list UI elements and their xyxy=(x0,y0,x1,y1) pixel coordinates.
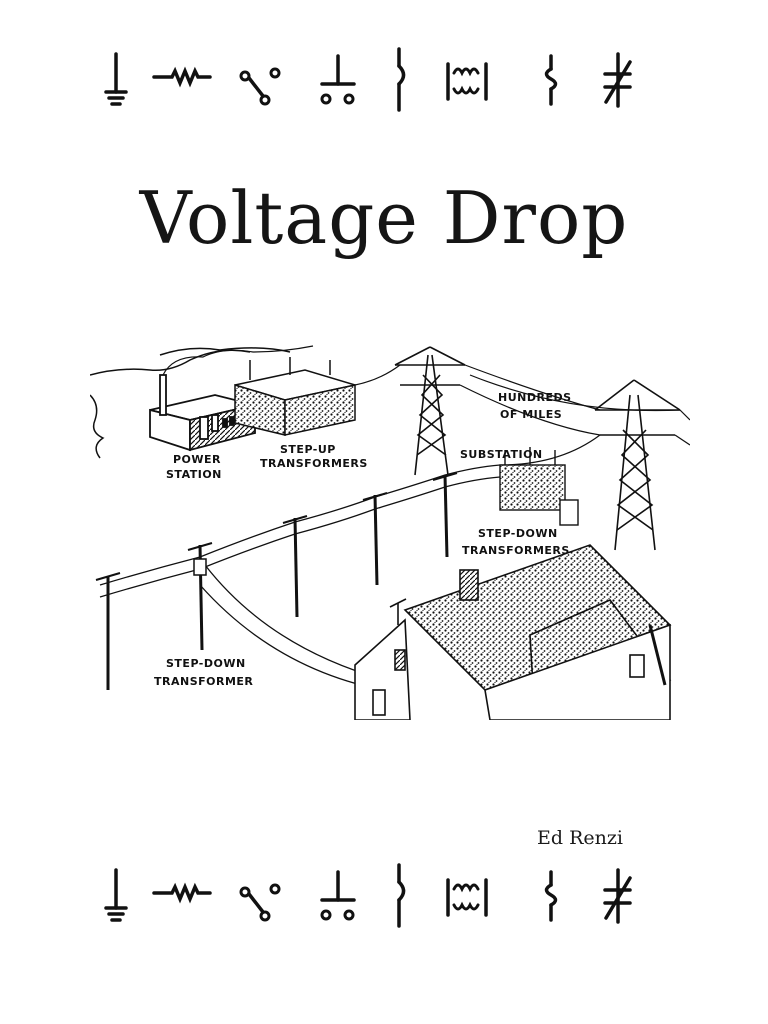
symbol-row-bottom xyxy=(0,860,768,930)
resistor-symbol-icon xyxy=(152,66,212,88)
label-step-down-pole-line1: STEP-DOWN xyxy=(166,657,246,670)
label-step-up-line2: TRANSFORMERS xyxy=(260,457,368,470)
cover-author: Ed Renzi xyxy=(537,827,623,849)
utility-poles xyxy=(95,472,458,690)
pushbutton-symbol-icon xyxy=(320,870,356,921)
transmission-tower-2 xyxy=(594,379,681,551)
label-step-down-substation-line2: TRANSFORMERS xyxy=(462,544,570,557)
contact-symbol-icon xyxy=(397,863,406,928)
fuse-symbol-icon xyxy=(544,870,558,922)
label-hundreds-miles-line1: HUNDREDS xyxy=(498,391,572,404)
resistor-symbol-icon xyxy=(152,882,212,904)
cover-title: Voltage Drop xyxy=(139,176,629,260)
label-substation: SUBSTATION xyxy=(460,448,543,461)
label-hundreds-miles-line2: OF MILES xyxy=(500,408,562,421)
contact-symbol-icon xyxy=(397,47,406,112)
label-step-down-substation-line1: STEP-DOWN xyxy=(478,527,558,540)
step-up-transformer-yard xyxy=(234,357,356,436)
label-power-station-line2: STATION xyxy=(166,468,222,481)
switch-symbol-icon xyxy=(239,883,281,922)
normally-closed-contact-symbol-icon xyxy=(603,868,632,924)
fuse-symbol-icon xyxy=(544,54,558,106)
power-distribution-illustration: POWER STATION STEP-UP TRANSFORMERS HUNDR… xyxy=(90,335,690,720)
distribution-lines xyxy=(99,464,501,694)
substation xyxy=(499,447,579,526)
label-step-up-line1: STEP-UP xyxy=(280,443,336,456)
label-power-station-line1: POWER xyxy=(173,453,221,466)
transmission-tower-1 xyxy=(394,346,466,476)
label-step-down-pole-line2: TRANSFORMER xyxy=(154,675,253,688)
house xyxy=(354,544,672,720)
transformer-symbol-icon xyxy=(446,878,488,917)
normally-closed-contact-symbol-icon xyxy=(603,52,632,108)
ground-symbol-icon xyxy=(104,52,128,106)
pushbutton-symbol-icon xyxy=(320,54,356,105)
switch-symbol-icon xyxy=(239,67,281,106)
illustration-labels: POWER STATION STEP-UP TRANSFORMERS HUNDR… xyxy=(154,391,572,688)
transformer-symbol-icon xyxy=(446,62,488,101)
symbol-row-top xyxy=(0,44,768,114)
ground-symbol-icon xyxy=(104,868,128,922)
